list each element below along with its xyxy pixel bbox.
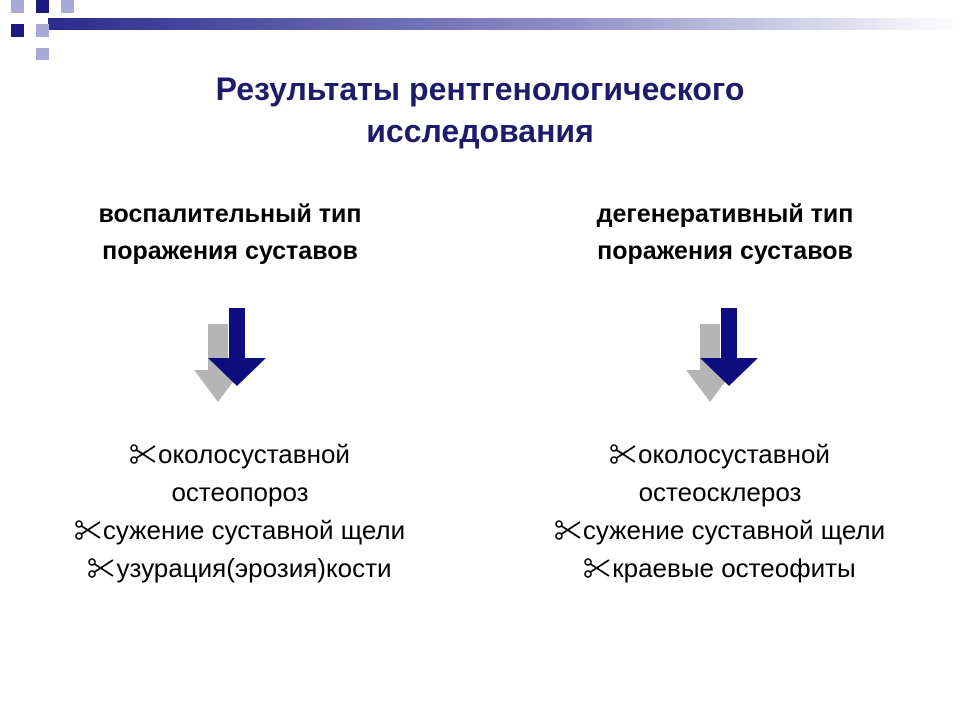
scissors-icon: [88, 558, 114, 578]
heading-line: воспалительный тип: [98, 200, 362, 228]
scissors-icon: [610, 444, 636, 464]
down-arrow-icon: [686, 308, 758, 402]
scissors-icon: [130, 444, 156, 464]
item-text: околосуставной: [158, 439, 350, 469]
list-item: сужение суставной щели: [480, 511, 960, 549]
list-item: узурация(эрозия)кости: [0, 549, 480, 587]
item-text-continuation: остеопороз: [171, 477, 309, 507]
scissors-icon: [584, 558, 610, 578]
slide-title: Результаты рентгенологического исследова…: [0, 68, 960, 152]
item-text: сужение суставной щели: [582, 515, 886, 545]
item-text-continuation: остеосклероз: [638, 477, 802, 507]
heading-line: поражения суставов: [102, 237, 358, 265]
degenerative-signs-list: околосуставной остеосклероз сужение суст…: [480, 435, 960, 587]
scissors-icon: [555, 520, 581, 540]
heading-line: поражения суставов: [597, 237, 853, 265]
heading-line: дегенеративный тип: [596, 200, 854, 228]
scissors-icon: [75, 520, 101, 540]
degenerative-type-heading: дегенеративный тип поражения суставов: [495, 196, 955, 270]
item-text: околосуставной: [638, 439, 830, 469]
list-item: околосуставной остеопороз: [0, 435, 480, 511]
list-item: околосуставной остеосклероз: [480, 435, 960, 511]
title-line-2: исследования: [366, 113, 594, 149]
down-arrow-icon: [194, 308, 266, 402]
inflammatory-type-heading: воспалительный тип поражения суставов: [0, 196, 460, 270]
inflammatory-signs-list: околосуставной остеопороз сужение сустав…: [0, 435, 480, 587]
item-text: узурация(эрозия)кости: [116, 553, 392, 583]
item-text: краевые остеофиты: [612, 553, 856, 583]
item-text: сужение суставной щели: [102, 515, 406, 545]
list-item: краевые остеофиты: [480, 549, 960, 587]
header-decoration: [11, 0, 960, 60]
title-line-1: Результаты рентгенологического: [215, 71, 745, 107]
list-item: сужение суставной щели: [0, 511, 480, 549]
